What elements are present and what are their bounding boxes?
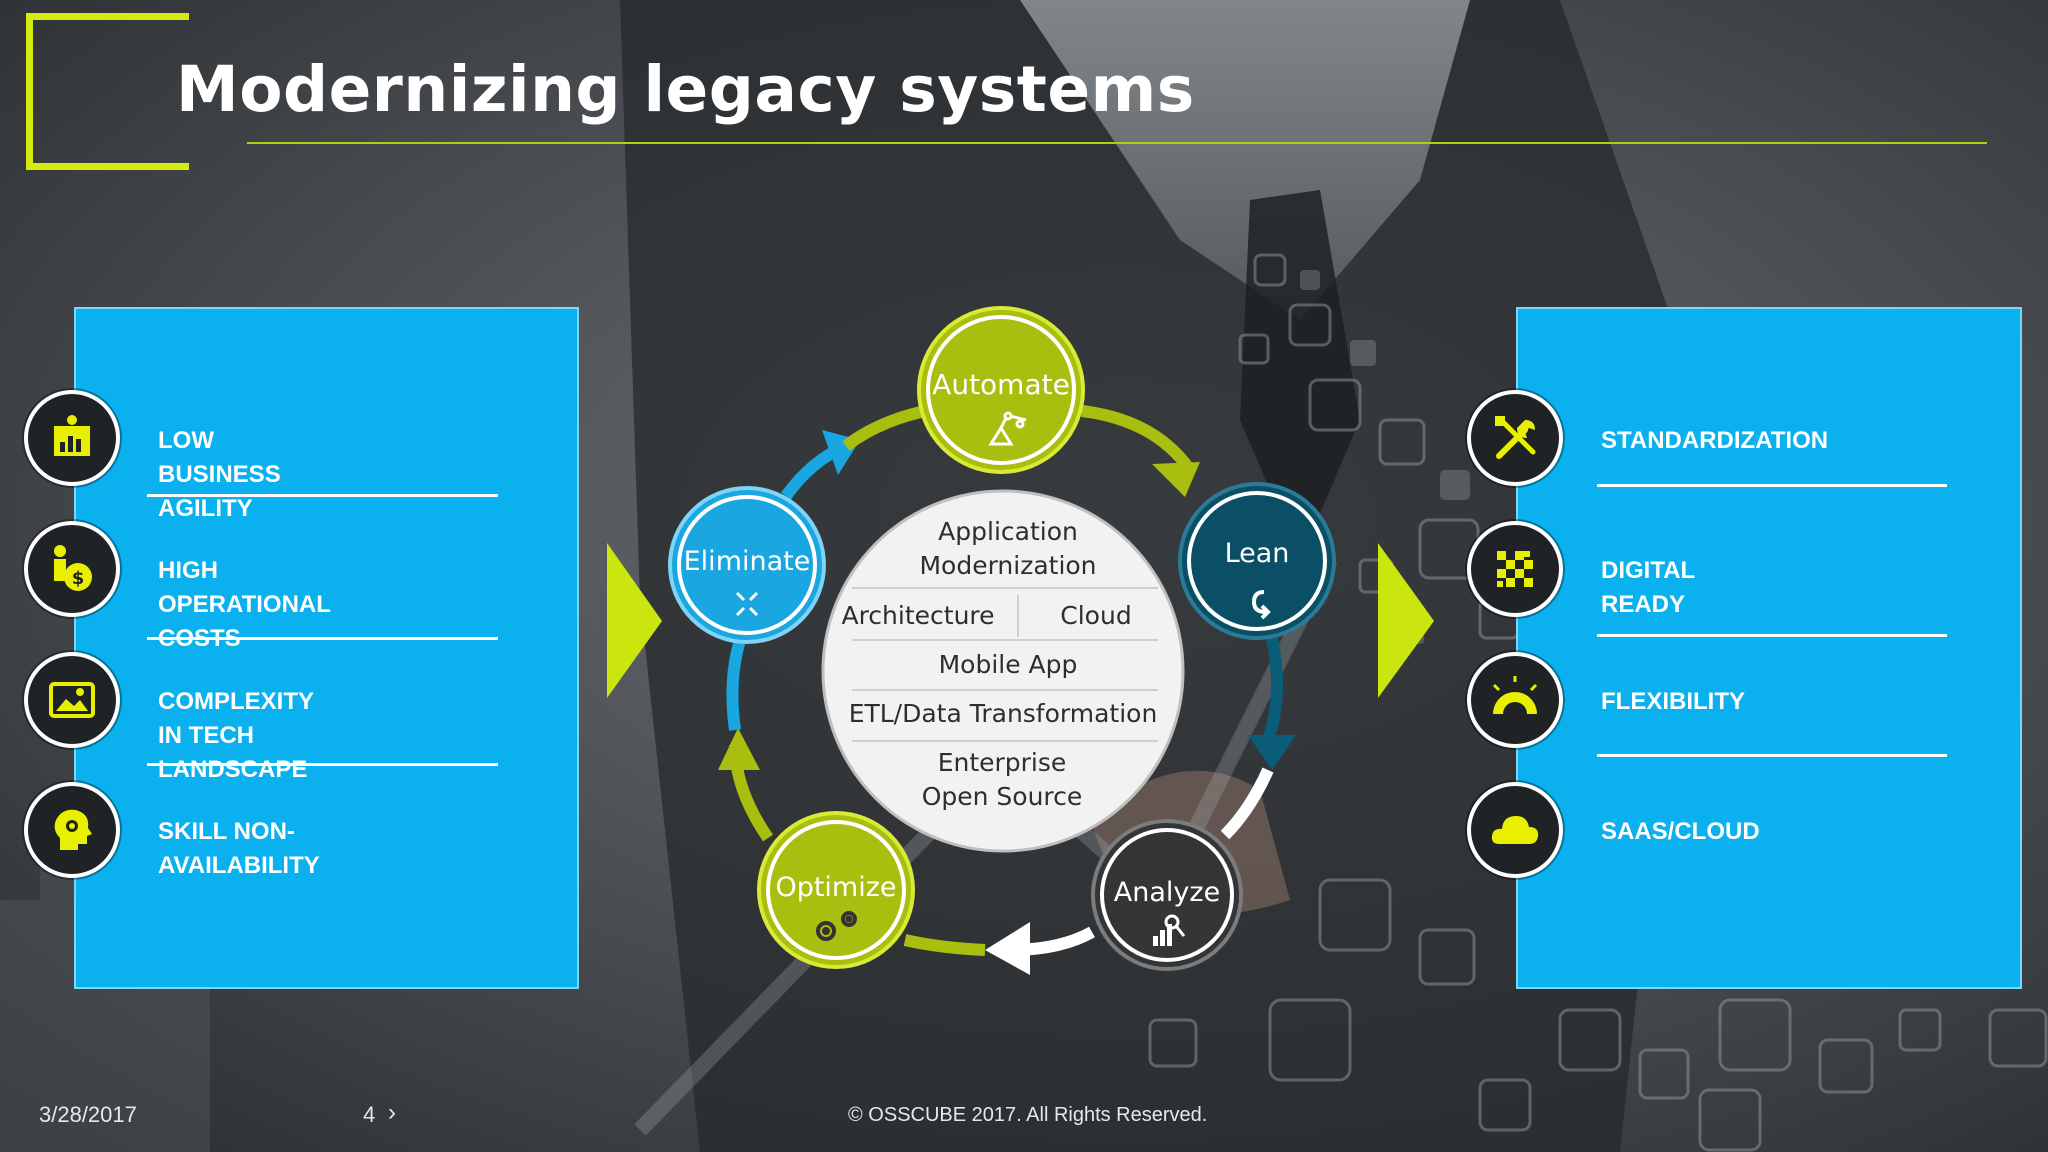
core-architecture: Architecture [841,601,994,630]
core-title-line2: Modernization [919,551,1096,580]
gears-icon [816,911,857,941]
divider [147,763,498,766]
ring-arrowhead [985,922,1030,975]
left-chevron-arrow [607,543,662,698]
challenge-label: LOW BUSINESS AGILITY [158,427,281,522]
analyze-node: Analyze [1091,819,1243,971]
slide-title: Modernizing legacy systems [176,53,1195,126]
core-etl: ETL/Data Transformation [849,699,1158,728]
ring-arrow-eliminate-lower [726,638,746,731]
next-slide-chevron-icon[interactable]: › [388,1099,396,1126]
core-enterprise-line1: Enterprise [938,748,1067,777]
automate-label: Automate [932,368,1070,401]
analyze-label: Analyze [1114,877,1220,908]
core-circle [821,489,1185,853]
automate-node: Automate [917,306,1085,474]
right-chevron-arrow [1378,543,1434,698]
divider [147,494,498,497]
ring-arrowhead [1152,462,1200,497]
analytics-search-icon [1153,914,1186,946]
compress-arrows-icon [735,591,759,617]
core-enterprise-line2: Open Source [922,782,1083,811]
lean-node: Lean [1178,482,1336,640]
divider [1597,754,1947,757]
title-corner-bracket [26,13,189,170]
business-chart-icon [24,390,120,486]
head-idea-icon [24,782,120,878]
footer-page-number: 4 [363,1102,376,1127]
ring-arrow-automate-to-lean [1081,405,1195,474]
ring-arrowhead [1248,735,1296,770]
benefit-label: SAAS/CLOUD [1601,818,1760,845]
eliminate-node: Eliminate [668,486,826,644]
cloud-icon [1467,782,1563,878]
image-frame-icon [24,652,120,748]
challenge-label: SKILL NON-AVAILABILITY [158,818,320,879]
divider [147,637,498,640]
ring-arrow-analyze-white [1220,767,1274,840]
ring-arrow-optimize-lower [903,934,986,956]
optimize-node: Optimize [757,811,915,969]
lean-label: Lean [1225,538,1290,569]
robot-arm-icon [988,411,1027,446]
checkered-icon [1467,521,1563,617]
dollar-cost-icon: $ [24,521,120,617]
challenge-label: COMPLEXITY IN TECH LANDSCAPE [158,688,314,783]
cycle-arrow-icon [1251,590,1271,620]
benefit-label: FLEXIBILITY [1601,688,1745,715]
divider [1597,484,1947,487]
optimize-label: Optimize [775,872,896,903]
ring-arrow-lean-to-analyze [1262,628,1284,742]
tools-icon [1467,390,1563,486]
title-underline [247,142,1987,144]
sunburst-gauge-icon [1467,652,1563,748]
footer-copyright: © OSSCUBE 2017. All Rights Reserved. [848,1104,1208,1126]
ring-arrowhead [718,728,760,770]
divider [1597,634,1947,637]
challenges-panel [74,307,579,989]
footer-date: 3/28/2017 [39,1102,137,1127]
core-title-line1: Application [938,517,1078,546]
benefit-label: STANDARDIZATION [1601,427,1829,454]
core-cloud: Cloud [1060,601,1131,630]
benefit-label: DIGITAL READY [1601,557,1695,618]
benefits-panel [1516,307,2022,989]
core-mobile: Mobile App [939,650,1078,679]
svg-text:$: $ [72,568,85,589]
eliminate-label: Eliminate [684,546,811,577]
core-dividers [852,587,1158,742]
ring-arrow-eliminate-upper [842,404,932,451]
